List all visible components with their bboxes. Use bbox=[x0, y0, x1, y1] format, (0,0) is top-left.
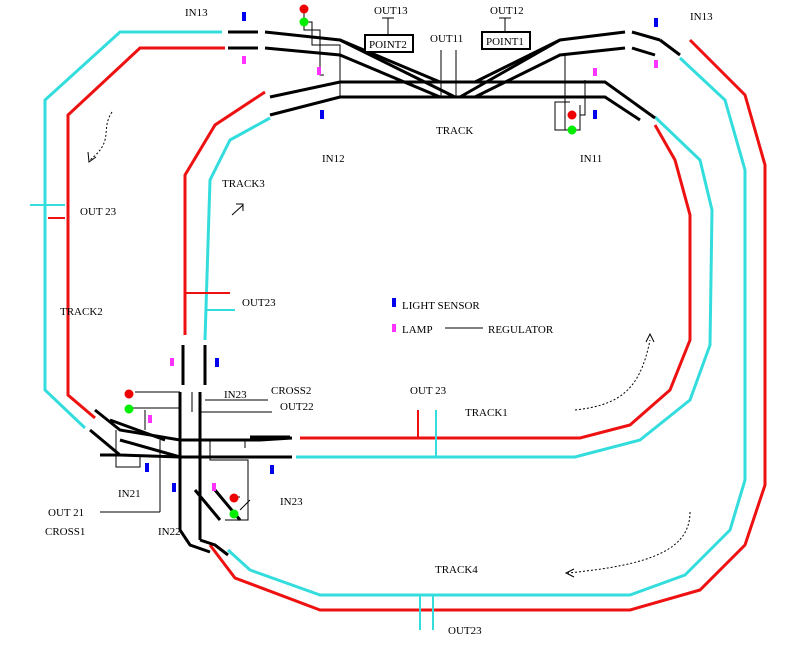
label-in13-left: IN13 bbox=[185, 7, 208, 19]
sensor-marker bbox=[320, 110, 324, 119]
label-out21: OUT 21 bbox=[48, 507, 84, 519]
label-lamp: LAMP bbox=[402, 324, 433, 336]
sensor-marker bbox=[270, 465, 274, 474]
direction-arrows bbox=[87, 111, 691, 578]
sensor-marker bbox=[654, 18, 658, 27]
inner-red-loop bbox=[183, 90, 692, 440]
label-in11: IN11 bbox=[580, 153, 602, 165]
lamp-marker bbox=[212, 483, 216, 491]
label-out23-mid: OUT23 bbox=[242, 297, 276, 309]
sensor-marker bbox=[392, 298, 396, 307]
point2-box bbox=[364, 34, 414, 53]
arrow-track4-head bbox=[564, 568, 575, 578]
black-track-segments bbox=[89, 30, 681, 557]
lamp-marker bbox=[148, 415, 152, 423]
label-out13: OUT13 bbox=[374, 5, 408, 17]
label-out22: OUT22 bbox=[280, 401, 314, 413]
arrow-track2-head bbox=[87, 151, 97, 163]
sensors bbox=[145, 12, 658, 492]
label-light-sensor: LIGHT SENSOR bbox=[402, 300, 480, 312]
sensor-marker bbox=[145, 463, 149, 472]
label-point2: POINT2 bbox=[369, 39, 407, 51]
arrow-track4 bbox=[567, 511, 691, 574]
lamp-marker bbox=[317, 67, 321, 75]
label-in23-a: IN23 bbox=[224, 389, 247, 401]
lamp-marker bbox=[654, 60, 658, 68]
signal-green-light bbox=[124, 404, 134, 414]
label-track4: TRACK4 bbox=[435, 564, 478, 576]
lamp-marker bbox=[392, 324, 396, 332]
inner-cyan-loop bbox=[203, 115, 714, 459]
label-point1: POINT1 bbox=[486, 36, 524, 48]
lamps bbox=[148, 56, 658, 491]
signal-red-light bbox=[567, 110, 577, 120]
label-in21: IN21 bbox=[118, 488, 141, 500]
signal-green-light bbox=[299, 17, 309, 27]
sensor-marker bbox=[172, 483, 176, 492]
point-boxes bbox=[364, 31, 531, 53]
label-regulator: REGULATOR bbox=[488, 324, 554, 336]
sensor-marker bbox=[215, 358, 219, 367]
outer-cyan-loop bbox=[43, 30, 747, 597]
signals bbox=[124, 4, 577, 519]
arrow-track3-head bbox=[236, 203, 244, 211]
label-in23-b: IN23 bbox=[280, 496, 303, 508]
signal-red-light bbox=[124, 389, 134, 399]
label-track1: TRACK1 bbox=[465, 407, 508, 419]
signal-red-light bbox=[299, 4, 309, 14]
labels: IN13 IN13 OUT13 OUT12 OUT11 POINT2 POINT… bbox=[45, 5, 713, 637]
label-out11: OUT11 bbox=[430, 33, 463, 45]
label-cross2: CROSS2 bbox=[271, 385, 311, 397]
lamp-marker bbox=[593, 68, 597, 76]
label-in12: IN12 bbox=[322, 153, 345, 165]
arrow-track1 bbox=[574, 339, 651, 411]
label-track2: TRACK2 bbox=[60, 306, 103, 318]
arrow-track3 bbox=[231, 204, 244, 216]
lamp-marker bbox=[170, 358, 174, 366]
outer-red-loop bbox=[66, 38, 767, 612]
arrow-track1-head bbox=[645, 332, 655, 343]
label-out23-bottom: OUT23 bbox=[448, 625, 482, 637]
signal-green-light bbox=[229, 509, 239, 519]
label-in22: IN22 bbox=[158, 526, 181, 538]
label-out23-left: OUT 23 bbox=[80, 206, 117, 218]
label-out23-right: OUT 23 bbox=[410, 385, 447, 397]
wiring-lines bbox=[100, 8, 586, 521]
signal-green-light bbox=[567, 125, 577, 135]
signal-red-light bbox=[229, 493, 239, 503]
point1-box bbox=[481, 31, 531, 50]
arrow-track2 bbox=[89, 111, 113, 161]
label-cross1: CROSS1 bbox=[45, 526, 85, 538]
out-stubs bbox=[30, 204, 437, 630]
sensor-marker bbox=[242, 12, 246, 21]
lamp-marker bbox=[242, 56, 246, 64]
label-track3: TRACK3 bbox=[222, 178, 265, 190]
label-in13-right: IN13 bbox=[690, 11, 713, 23]
sensor-marker bbox=[593, 110, 597, 119]
label-track-top: TRACK bbox=[436, 125, 473, 137]
label-out12: OUT12 bbox=[490, 5, 524, 17]
